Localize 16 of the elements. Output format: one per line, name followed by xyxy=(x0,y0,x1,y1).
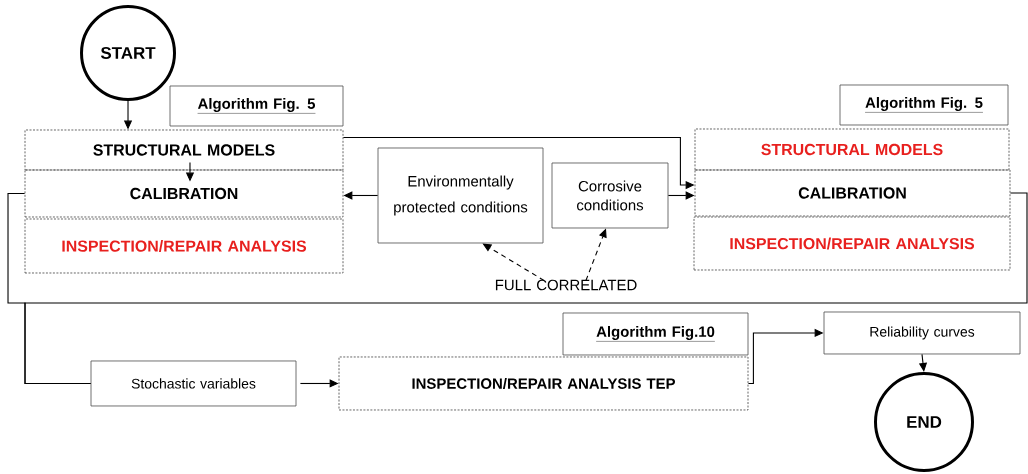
process-box: INSPECTION/REPAIR ANALYSIS TEP xyxy=(338,356,749,411)
reference-box: Algorithm Fig.10 xyxy=(562,312,749,356)
note-text: FULL CORRELATED xyxy=(495,279,637,291)
process-box: STRUCTURAL MODELS xyxy=(694,128,1010,171)
process-box: INSPECTION/REPAIR ANALYSIS xyxy=(693,216,1011,271)
connector-line xyxy=(24,192,1028,385)
process-box: INSPECTION/REPAIR ANALYSIS xyxy=(24,218,344,274)
process-box: CALIBRATION xyxy=(694,169,1011,217)
condition-box: Corrosive conditions xyxy=(551,162,669,229)
process-box: STRUCTURAL MODELS xyxy=(24,129,344,171)
process-box: CALIBRATION xyxy=(24,169,344,218)
output-box: Reliability curves xyxy=(823,311,1021,355)
reference-box: Algorithm Fig. 5 xyxy=(169,85,344,127)
reference-box: Algorithm Fig. 5 xyxy=(839,84,1009,126)
condition-box: Environmentally protected conditions xyxy=(377,147,544,244)
input-box: Stochastic variables xyxy=(90,360,297,407)
